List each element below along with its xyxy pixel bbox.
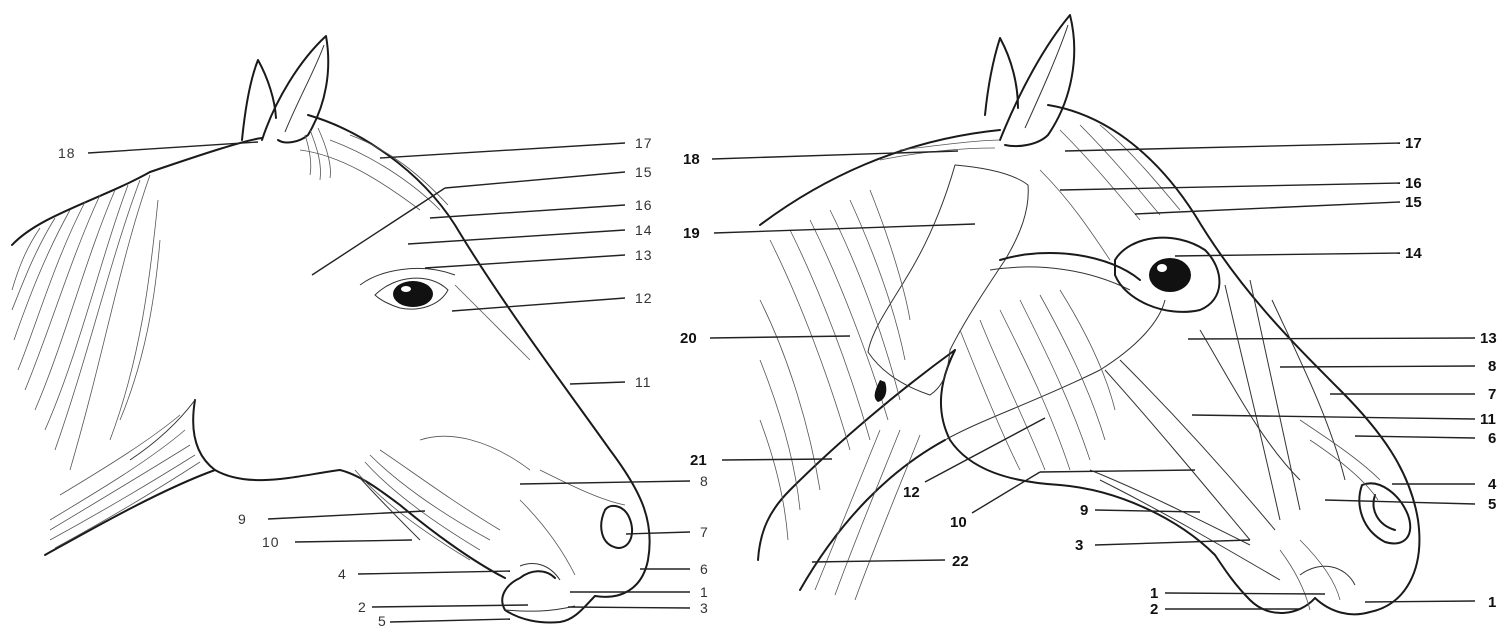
- left-label: 3: [700, 600, 709, 616]
- right-label: 1: [1150, 585, 1158, 602]
- right-label: 8: [1488, 358, 1496, 375]
- right-label: 17: [1405, 135, 1422, 152]
- right-ear-front: [1000, 15, 1074, 146]
- left-label: 9: [238, 511, 247, 527]
- left-labels: 18 17 15 16 14 13 12 11 8 9 7 10 6 4 1 2…: [58, 135, 709, 626]
- left-label: 7: [700, 524, 709, 540]
- left-label: 12: [635, 290, 653, 306]
- right-label: 14: [1405, 245, 1422, 262]
- left-label: 4: [338, 566, 347, 582]
- right-label: 22: [952, 553, 969, 570]
- left-eye: [393, 281, 433, 307]
- left-label: 2: [358, 599, 367, 615]
- left-head-profile: [150, 115, 650, 597]
- right-label: 20: [680, 330, 697, 347]
- left-label: 14: [635, 222, 653, 238]
- right-label: 11: [1480, 411, 1496, 428]
- right-label: 10: [950, 514, 967, 531]
- right-label: 4: [1488, 476, 1497, 493]
- right-label: 15: [1405, 194, 1422, 211]
- left-label: 16: [635, 197, 653, 213]
- right-label: 9: [1080, 502, 1088, 519]
- left-label: 10: [262, 534, 280, 550]
- right-label: 5: [1488, 496, 1496, 513]
- right-label: 19: [683, 225, 700, 242]
- left-label: 13: [635, 247, 653, 263]
- right-label: 1: [1488, 594, 1496, 611]
- parotid-gland: [868, 165, 1028, 395]
- left-label: 8: [700, 473, 709, 489]
- right-label: 3: [1075, 537, 1083, 554]
- left-leader-lines: [88, 142, 690, 622]
- right-label: 2: [1150, 601, 1158, 618]
- left-neck-underline: [45, 470, 215, 555]
- right-label: 12: [903, 484, 920, 501]
- neck-shading: [50, 415, 200, 548]
- left-label: 1: [700, 584, 709, 600]
- right-eye: [1149, 258, 1191, 292]
- right-labels: 18 17 16 15 19 14 20 13 8 7 11 6 21 4 5 …: [680, 135, 1497, 618]
- right-leader-lines: [710, 143, 1475, 609]
- left-label: 11: [635, 374, 652, 390]
- right-label: 7: [1488, 386, 1496, 403]
- left-label: 15: [635, 164, 653, 180]
- right-label: 18: [683, 151, 700, 168]
- muzzle-hatching: [1280, 420, 1380, 610]
- left-label: 6: [700, 561, 709, 577]
- right-label: 21: [690, 452, 707, 469]
- left-label: 18: [58, 145, 76, 161]
- right-label: 13: [1480, 330, 1497, 347]
- right-label: 6: [1488, 430, 1496, 447]
- jowl-shading: [355, 450, 500, 560]
- left-nostril: [601, 506, 632, 548]
- left-horse-drawing: [12, 36, 650, 623]
- right-horse-drawing: [758, 15, 1419, 614]
- left-ear-back: [242, 60, 276, 140]
- mane: [12, 172, 160, 470]
- right-label: 16: [1405, 175, 1422, 192]
- left-label: 17: [635, 135, 653, 151]
- right-nostril: [1359, 483, 1410, 543]
- right-head-profile: [760, 105, 1419, 614]
- left-ear-front: [262, 36, 328, 142]
- right-ear-back: [985, 38, 1018, 115]
- left-label: 5: [378, 613, 387, 626]
- masseter-hatching: [960, 290, 1115, 470]
